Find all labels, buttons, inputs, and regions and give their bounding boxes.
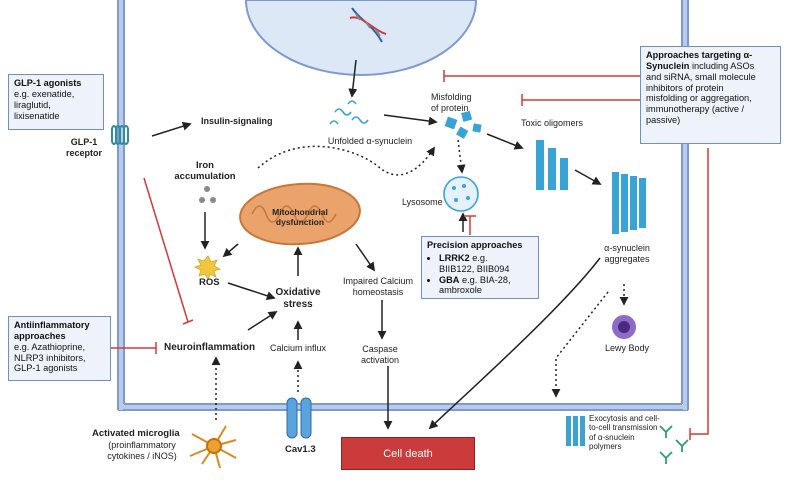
membrane-fill-bottom <box>119 405 687 409</box>
lewy-body-icon <box>612 315 636 339</box>
label-unfolded: Unfolded α-synuclein <box>327 136 413 146</box>
label-microglia-sub: (proinflammatory cytokines / iNOS) <box>107 440 177 461</box>
membrane-fill-right <box>683 0 687 410</box>
iron-icon <box>199 186 216 203</box>
cav13-channel-icon <box>286 397 312 439</box>
cell-death-box: Cell death <box>341 437 475 470</box>
label-lysosome: Lysosome <box>402 197 443 207</box>
precision-box-title: Precision approaches <box>427 240 523 250</box>
label-exocytosis: Exocytosis and cell- to-cell transmissio… <box>589 414 660 452</box>
synuclein-aggregates-icon <box>612 172 646 234</box>
alpha-box-content: Approaches targeting α- Synuclein includ… <box>646 50 756 126</box>
label-neuroinflammation: Neuroinflammation <box>164 342 256 353</box>
membrane-fill-left <box>119 0 123 410</box>
precision-item-gba: GBA e.g. BIA-28, ambroxole <box>439 275 533 297</box>
label-ros: ROS <box>199 277 220 288</box>
ros-icon <box>193 255 222 282</box>
misfolded-protein-icon <box>444 110 482 139</box>
dna-icon <box>349 7 387 43</box>
label-impaired-calcium: Impaired Calcium homeostasis <box>342 276 414 297</box>
label-calcium-influx: Calcium influx <box>270 343 327 353</box>
unfolded-synuclein-icon <box>329 100 369 125</box>
precision-approaches-box: Precision approaches LRRK2 e.g. BIIB122,… <box>421 236 539 299</box>
label-mito: Mitochondrial dysfunction <box>272 207 328 228</box>
antiinflam-box-body: e.g. Azathioprine, NLRP3 inhibitors, GLP… <box>14 341 86 374</box>
glp1-box-body: e.g. exenatide, liraglutid, lixisenatide <box>14 88 75 121</box>
pathway-arrows <box>151 59 602 430</box>
label-iron: Iron accumulation <box>174 160 236 183</box>
label-cav13: Cav1.3 <box>285 444 316 455</box>
alpha-synuclein-approaches-box: Approaches targeting α- Synuclein includ… <box>640 46 781 144</box>
label-caspase: Caspase activation <box>360 344 400 365</box>
label-lewy-body: Lewy Body <box>605 343 650 353</box>
label-syn-aggregates: α-synuclein aggregates <box>604 243 650 264</box>
antiinflam-box-title: Antiinflammatory approaches <box>14 320 90 341</box>
mitochondrion-icon <box>239 182 361 246</box>
precision-item-lrrk2: LRRK2 e.g. BIIB122, BIIB094 <box>439 253 533 275</box>
inhibition-lines <box>110 70 709 440</box>
glp1-box-title: GLP-1 agonists <box>14 78 82 88</box>
label-toxic-oligomers: Toxic oligomers <box>521 118 584 128</box>
glp1-agonists-box: GLP-1 agonists e.g. exenatide, liragluti… <box>8 74 104 130</box>
label-insulin: Insulin-signaling <box>201 116 273 126</box>
label-activated-microglia: Activated microglia <box>92 428 180 439</box>
label-oxidative: Oxidative stress <box>275 287 321 310</box>
precision-list: LRRK2 e.g. BIIB122, BIIB094 GBA e.g. BIA… <box>427 253 533 296</box>
label-glp1-receptor: GLP-1 receptor <box>65 137 102 158</box>
nucleus <box>244 0 478 76</box>
glp1-receptor-icon <box>111 125 129 145</box>
exocytosis-polymers-icon <box>566 416 585 446</box>
antibody-icon <box>659 425 689 464</box>
label-misfolding: Misfolding of protein <box>431 92 472 113</box>
dotted-arrows <box>211 139 629 420</box>
microglia-icon <box>189 425 237 469</box>
antiinflammatory-box: Antiinflammatory approaches e.g. Azathio… <box>8 316 111 381</box>
toxic-oligomers-icon <box>536 140 568 190</box>
lysosome-icon <box>443 176 479 212</box>
